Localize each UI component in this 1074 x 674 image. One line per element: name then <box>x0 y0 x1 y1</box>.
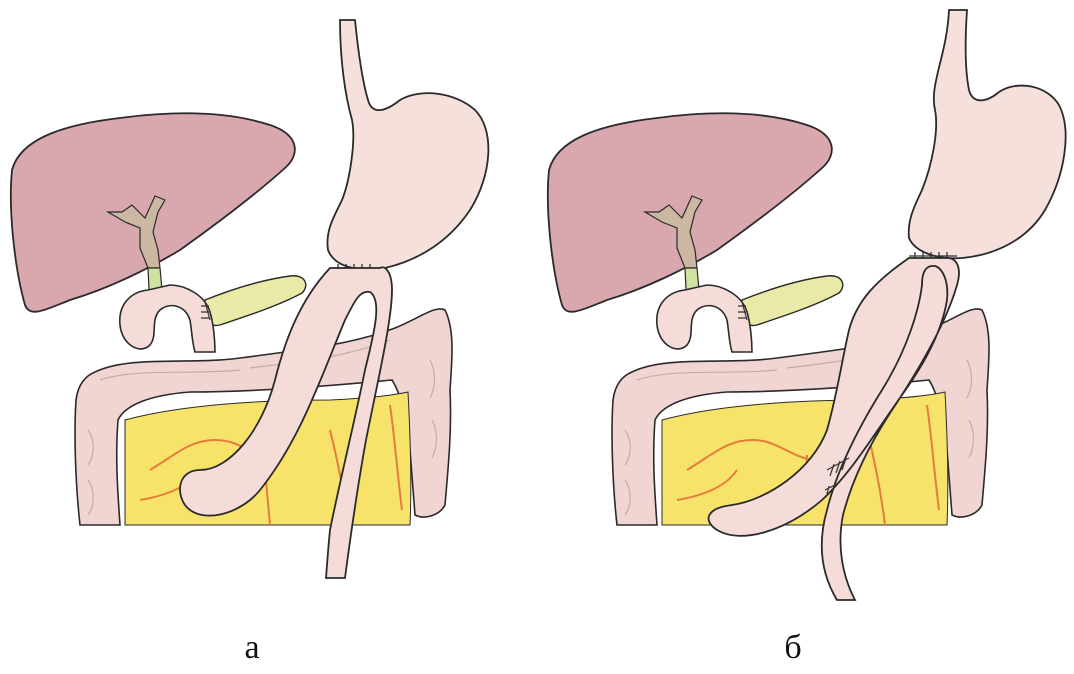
stomach <box>909 10 1066 258</box>
pancreas <box>204 276 306 326</box>
stomach <box>327 20 488 269</box>
panel-a-diagram <box>0 0 537 620</box>
pancreas <box>741 276 843 326</box>
biliopancreatic-limb <box>657 285 752 352</box>
panel-b-caption: б <box>753 628 833 668</box>
panel-b-diagram <box>537 0 1074 620</box>
panel-a-caption: а <box>212 628 292 668</box>
biliopancreatic-limb <box>120 285 215 352</box>
